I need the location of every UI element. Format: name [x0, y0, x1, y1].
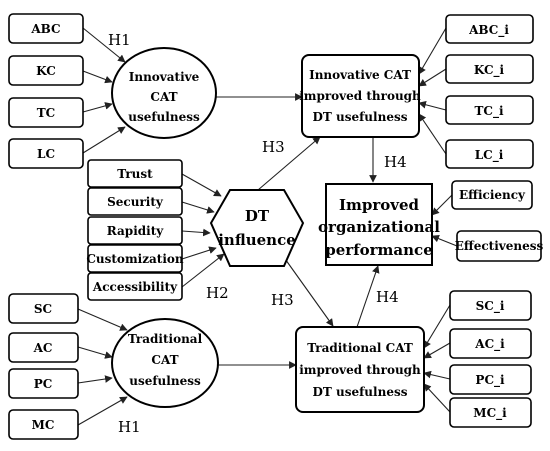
edge-effectiveness-performance: [431, 234, 458, 247]
h1-top-label: H1: [108, 31, 131, 49]
edge-tc-innovative: [82, 102, 113, 113]
innovative-indicators: ABC KC TC LC: [8, 13, 84, 169]
abc-i-label: ABC_i: [468, 23, 509, 38]
innovative-improved-line1: Innovative CAT: [309, 68, 411, 82]
mc-label: MC: [32, 418, 55, 432]
edge-lc-innovative: [82, 126, 126, 154]
traditional-improved-line3: DT usefulness: [313, 385, 408, 399]
pc-i-label: PC_i: [475, 373, 505, 388]
kc-label: KC: [36, 64, 56, 78]
innovative-improved-line2: improved through: [299, 89, 421, 103]
h3-top-label: H3: [262, 138, 285, 156]
edge-traditional-mc-i: [423, 383, 451, 413]
traditional-usefulness-node: Traditional CAT usefulness: [111, 318, 219, 408]
traditional-usefulness-line2: CAT: [151, 353, 178, 367]
traditional-improved-line2: improved through: [299, 363, 421, 377]
edge-abc-innovative: [82, 27, 126, 63]
customization-label: Customization: [86, 252, 184, 266]
edge-efficiency-performance: [431, 194, 453, 216]
sc-i-label: SC_i: [476, 299, 505, 314]
edge-dt-innovative-improved: [257, 136, 321, 191]
kc-i-label: KC_i: [474, 63, 505, 78]
effectiveness-label: Effectiveness: [455, 239, 544, 253]
hypothesis-labels: H1 H3 H4 H2 H3 H4 H1: [108, 31, 407, 436]
edge-customization-dt: [181, 246, 217, 260]
edge-innovative-abc-i: [418, 27, 447, 75]
edge-security-dt: [181, 201, 215, 214]
edge-mc-traditional: [77, 396, 128, 426]
dt-influence-node: DT influence: [209, 189, 305, 267]
edge-innovative-tc-i: [418, 101, 447, 111]
innovative-usefulness-node: Innovative CAT usefulness: [111, 47, 217, 139]
improved-performance-line3: performance: [325, 241, 432, 259]
traditional-improved-node: Traditional CAT improved through DT usef…: [295, 326, 425, 413]
traditional-indicators: SC AC PC MC: [8, 293, 79, 440]
tc-i-label: TC_i: [474, 104, 503, 119]
dt-influence-line1: DT: [245, 207, 270, 225]
performance-indicators: Efficiency Effectiveness: [451, 180, 544, 262]
edge-innovative-kc-i: [418, 68, 447, 87]
innovative-usefulness-line3: usefulness: [128, 110, 200, 124]
edge-traditional-ac-i: [423, 342, 451, 359]
innovative-improved-node: Innovative CAT improved through DT usefu…: [299, 54, 421, 138]
improved-performance-node: Improved organizational performance: [318, 183, 440, 266]
dt-indicators: Trust Security Rapidity Customization Ac…: [86, 159, 184, 301]
h1-bottom-label: H1: [118, 418, 141, 436]
edges: [77, 27, 458, 426]
mc-i-label: MC_i: [473, 406, 507, 421]
pc-label: PC: [34, 377, 53, 391]
sc-label: SC: [34, 302, 52, 316]
trust-label: Trust: [117, 167, 153, 181]
edge-trust-dt: [181, 173, 222, 197]
edge-traditional-improved-performance: [356, 265, 380, 328]
improved-performance-line2: organizational: [318, 218, 440, 236]
efficiency-label: Efficiency: [459, 188, 526, 202]
security-label: Security: [107, 195, 164, 209]
dt-influence-line2: influence: [218, 231, 296, 249]
edge-pc-traditional: [77, 375, 113, 384]
edge-accessibility-dt: [181, 253, 225, 288]
edge-ac-traditional: [77, 346, 113, 359]
accessibility-label: Accessibility: [92, 280, 178, 294]
abc-label: ABC: [30, 22, 60, 36]
traditional-usefulness-line3: usefulness: [129, 374, 201, 388]
edge-dt-traditional-improved: [282, 255, 334, 327]
lc-label: LC: [37, 147, 55, 161]
ac-i-label: AC_i: [474, 337, 505, 352]
edge-innovative-lc-i: [418, 113, 447, 155]
lc-i-label: LC_i: [475, 148, 504, 163]
innovative-usefulness-line2: CAT: [150, 90, 177, 104]
edge-rapidity-dt: [181, 228, 211, 237]
tc-label: TC: [37, 106, 55, 120]
h2-label: H2: [206, 284, 229, 302]
innovative-usefulness-line1: Innovative: [129, 70, 200, 84]
ac-label: AC: [33, 341, 53, 355]
traditional-improved-indicators: SC_i AC_i PC_i MC_i: [449, 290, 532, 428]
traditional-improved-line1: Traditional CAT: [307, 341, 413, 355]
edge-traditional-pc-i: [423, 370, 451, 380]
edge-sc-traditional: [77, 308, 128, 331]
edge-kc-innovative: [82, 70, 113, 84]
h4-top-label: H4: [384, 153, 407, 171]
innovative-improved-indicators: ABC_i KC_i TC_i LC_i: [445, 14, 534, 169]
improved-performance-line1: Improved: [339, 196, 420, 214]
traditional-usefulness-line1: Traditional: [128, 332, 203, 346]
edge-traditional-sc-i: [423, 304, 451, 349]
rapidity-label: Rapidity: [107, 224, 164, 238]
h3-bottom-label: H3: [271, 291, 294, 309]
innovative-improved-line3: DT usefulness: [313, 110, 408, 124]
h4-bottom-label: H4: [376, 288, 399, 306]
